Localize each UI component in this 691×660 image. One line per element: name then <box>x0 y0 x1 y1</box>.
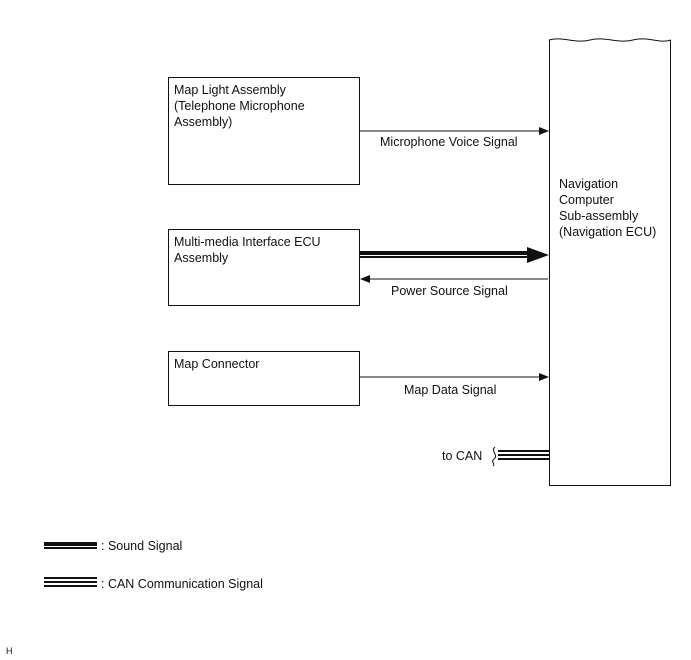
multimedia-interface-ecu-box: Multi-media Interface ECU Assembly <box>168 229 360 306</box>
map-light-assembly-box: Map Light Assembly (Telephone Microphone… <box>168 77 360 185</box>
map-data-signal-label: Map Data Signal <box>404 383 497 397</box>
reference-code: H <box>6 646 13 656</box>
nav-ecu-torn-edge <box>548 38 672 42</box>
microphone-signal-label: Microphone Voice Signal <box>380 135 518 149</box>
map-light-assembly-label: Map Light Assembly (Telephone Microphone… <box>174 83 305 129</box>
multimedia-interface-ecu-label: Multi-media Interface ECU Assembly <box>174 235 321 265</box>
navigation-ecu-label: Navigation Computer Sub-assembly (Naviga… <box>559 177 657 239</box>
can-signal-line <box>498 450 549 460</box>
legend-can-symbol <box>44 577 97 587</box>
navigation-ecu-box: Navigation Computer Sub-assembly (Naviga… <box>549 40 671 486</box>
map-connector-box: Map Connector <box>168 351 360 406</box>
sound-signal-line <box>360 247 549 263</box>
legend-sound-label: : Sound Signal <box>101 539 183 553</box>
to-can-label: to CAN <box>442 449 483 463</box>
legend-sound-symbol <box>44 542 97 549</box>
wire-break-symbol <box>492 446 497 467</box>
power-signal-label: Power Source Signal <box>391 284 508 298</box>
legend-can-label: : CAN Communication Signal <box>101 577 263 591</box>
map-connector-label: Map Connector <box>174 357 260 371</box>
